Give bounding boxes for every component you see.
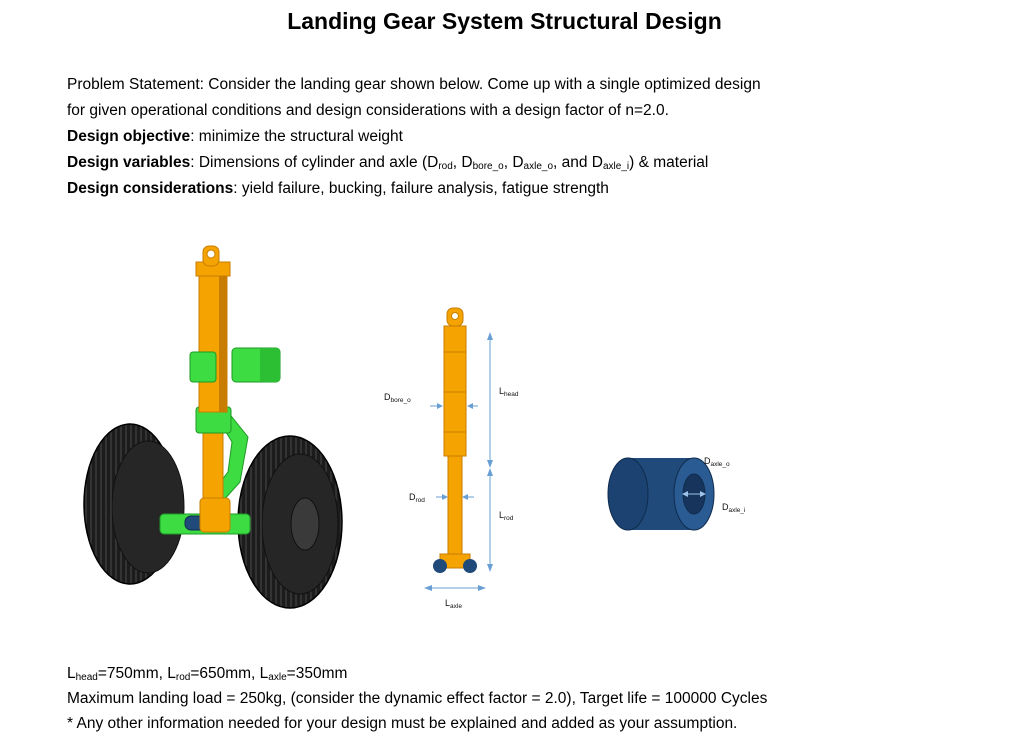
upper-cylinder-shade bbox=[219, 272, 227, 412]
label-l-rod: Lrod bbox=[499, 510, 514, 522]
sep: , D bbox=[503, 154, 524, 171]
schematic-rod bbox=[447, 455, 463, 557]
axle-cylinder-back bbox=[607, 457, 649, 531]
label-d-axle-i: Daxle_i bbox=[722, 502, 745, 514]
design-variables: Design variables: Dimensions of cylinder… bbox=[67, 150, 708, 180]
sub-axle-o: axle_o bbox=[523, 161, 553, 172]
sub-rod: rod bbox=[438, 161, 453, 172]
load-and-life: Maximum landing load = 250kg, (consider … bbox=[67, 690, 768, 707]
problem-statement-line-1: Problem Statement: Consider the landing … bbox=[67, 76, 761, 93]
label-d-bore-o: Dbore_o bbox=[384, 392, 411, 404]
right-wheel-hub bbox=[290, 497, 320, 551]
page-title: Landing Gear System Structural Design bbox=[287, 8, 722, 34]
label-l-axle: Laxle bbox=[445, 598, 462, 610]
design-variables-label: Design variables bbox=[67, 154, 191, 171]
left-tire-sidewall bbox=[111, 440, 185, 574]
strut-schematic: Dbore_o Lhead Drod Lrod Laxle bbox=[384, 307, 519, 610]
landing-gear-figure: Dbore_o Lhead Drod Lrod Laxle Daxle_o Da… bbox=[83, 245, 745, 610]
sub-rod: rod bbox=[175, 672, 191, 683]
design-considerations-text: : yield failure, bucking, failure analys… bbox=[233, 180, 609, 197]
sep: , D bbox=[452, 154, 473, 171]
design-considerations-label: Design considerations bbox=[67, 180, 234, 197]
sub-axle: axle bbox=[268, 672, 287, 683]
design-objective: Design objective: minimize the structura… bbox=[67, 124, 403, 150]
schematic-axle-right bbox=[463, 559, 477, 573]
label-d-rod: Drod bbox=[409, 492, 425, 504]
sub-axle-i: axle_i bbox=[602, 161, 630, 172]
sep: , and D bbox=[553, 154, 603, 171]
design-variables-text: : Dimensions of cylinder and axle (D bbox=[190, 154, 439, 171]
sub-head: head bbox=[75, 672, 98, 683]
schematic-axle-left bbox=[433, 559, 447, 573]
assumption-note: * Any other information needed for your … bbox=[67, 715, 738, 732]
design-variables-tail: ) & material bbox=[629, 154, 709, 171]
sub-bore-o: bore_o bbox=[472, 161, 504, 172]
design-objective-text: : minimize the structural weight bbox=[190, 128, 403, 145]
design-objective-label: Design objective bbox=[67, 128, 191, 145]
side-bracket-left bbox=[189, 351, 217, 383]
bottom-fork bbox=[199, 497, 231, 533]
problem-statement-line-2: for given operational conditions and des… bbox=[67, 102, 669, 119]
axle-cylinder-illustration: Daxle_o Daxle_i bbox=[607, 456, 745, 531]
side-bracket-face bbox=[260, 348, 280, 382]
design-considerations: Design considerations: yield failure, bu… bbox=[67, 176, 609, 202]
schematic-cylinder bbox=[443, 325, 467, 457]
schematic-lug-hole bbox=[451, 312, 459, 320]
top-lug-hole bbox=[206, 249, 216, 259]
dimension-values: Lhead=750mm, Lrod=650mm, Laxle=350mm bbox=[67, 665, 348, 683]
label-d-axle-o: Daxle_o bbox=[704, 456, 730, 468]
gear-assembly-illustration bbox=[83, 245, 343, 609]
label-l-head: Lhead bbox=[499, 386, 519, 398]
